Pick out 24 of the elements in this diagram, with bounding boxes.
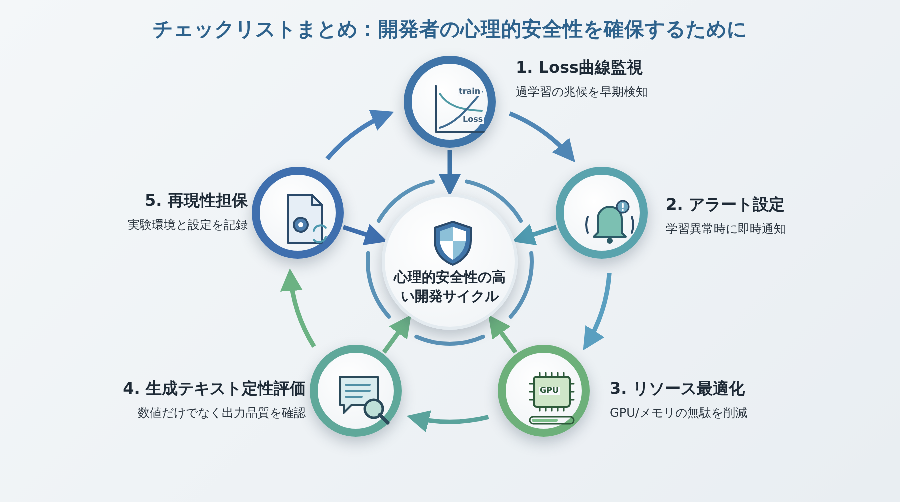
step-description: 実験環境と設定を記録 [126, 216, 248, 234]
step-description: 数値だけでなく出力品質を確認 [136, 405, 306, 422]
step-heading: 5. 再現性担保 [144, 190, 248, 212]
icon-label: Loss [462, 116, 484, 124]
step-heading: 4. 生成テキスト定性評価 [122, 379, 306, 400]
center-label: 心理的安全性の高い開発サイクル [392, 269, 507, 307]
arrow [508, 112, 576, 162]
arrow [512, 224, 558, 246]
step-heading: 1. Loss曲線監視 [516, 58, 644, 79]
arrow [326, 111, 394, 161]
step-description: 学習異常時に即時通知 [666, 220, 788, 238]
arrow [342, 224, 388, 246]
step-description: 過学習の兆候を早期検知 [516, 84, 649, 101]
arrow [406, 409, 490, 432]
step-heading: 3. リソース最適化 [610, 379, 746, 400]
center-circle [382, 194, 518, 330]
step-heading: 2. アラート設定 [666, 194, 786, 216]
arrow [282, 268, 316, 348]
arrow [584, 272, 612, 351]
icon-label: GPU [539, 387, 560, 396]
arrow [438, 150, 462, 196]
icon-label: train [458, 88, 482, 96]
step-description: GPU/メモリの無駄を削減 [610, 405, 748, 422]
title: チェックリストまとめ：開発者の心理的安全性を確保するために [152, 16, 748, 43]
